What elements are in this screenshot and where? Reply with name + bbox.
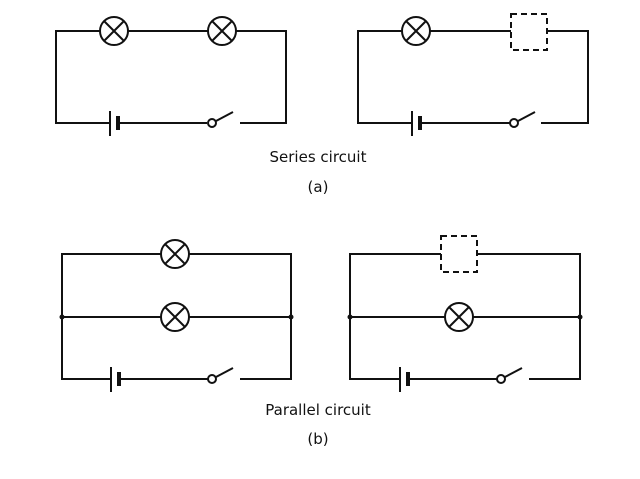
junction-dot — [347, 314, 353, 320]
junction-dot — [288, 314, 294, 320]
series-sublabel: (a) — [307, 178, 329, 196]
lamp-icon — [160, 302, 190, 332]
switch-open-icon — [207, 111, 234, 128]
wire — [357, 30, 589, 124]
battery-icon — [109, 111, 120, 136]
lamp-icon — [207, 16, 237, 46]
unknown-component-box — [440, 235, 478, 273]
series-circuit-unknown — [357, 13, 589, 136]
switch-open-icon — [496, 367, 523, 384]
parallel-sublabel: (b) — [307, 430, 329, 448]
series-caption: Series circuit — [269, 148, 367, 166]
lamp-icon — [444, 302, 474, 332]
unknown-component-box — [510, 13, 548, 51]
parallel-circuit-unknown — [347, 235, 583, 392]
battery-icon — [399, 367, 410, 392]
lamp-icon — [401, 16, 431, 46]
parallel-caption: Parallel circuit — [265, 401, 371, 419]
junction-dot — [59, 314, 65, 320]
parallel-circuit-complete — [59, 239, 294, 392]
switch-open-icon — [509, 111, 536, 128]
lamp-icon — [99, 16, 129, 46]
battery-icon — [411, 111, 422, 136]
wire — [55, 30, 287, 124]
series-circuit-complete — [55, 16, 287, 136]
battery-icon — [110, 367, 121, 392]
switch-open-icon — [207, 367, 234, 384]
lamp-icon — [160, 239, 190, 269]
junction-dot — [577, 314, 583, 320]
